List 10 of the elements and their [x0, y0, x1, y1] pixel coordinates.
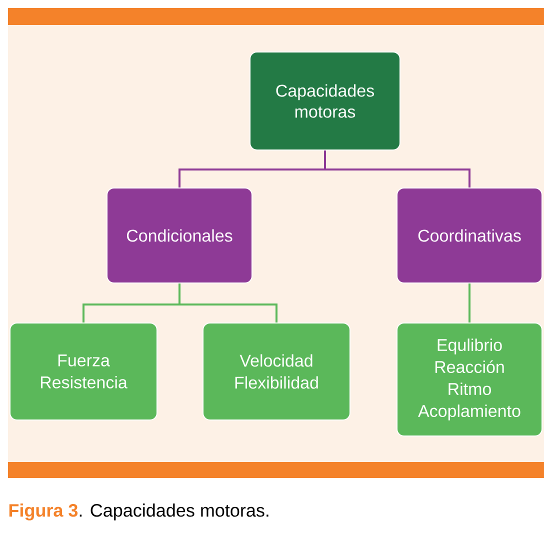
box: Capacidades motoras: [250, 52, 400, 150]
box: Condicionales: [106, 188, 252, 284]
connector: [324, 150, 470, 188]
box: Fuerza Resistencia: [10, 322, 158, 420]
box: Velocidad Flexibilidad: [202, 322, 350, 420]
connector: [178, 284, 278, 322]
box: Coordinativas: [396, 188, 542, 284]
box: Equlibrio Reacción Ritmo Acoplamiento: [396, 322, 542, 436]
caption: Figura 3. Capacidades motoras.: [9, 504, 268, 520]
connector: [468, 284, 470, 322]
